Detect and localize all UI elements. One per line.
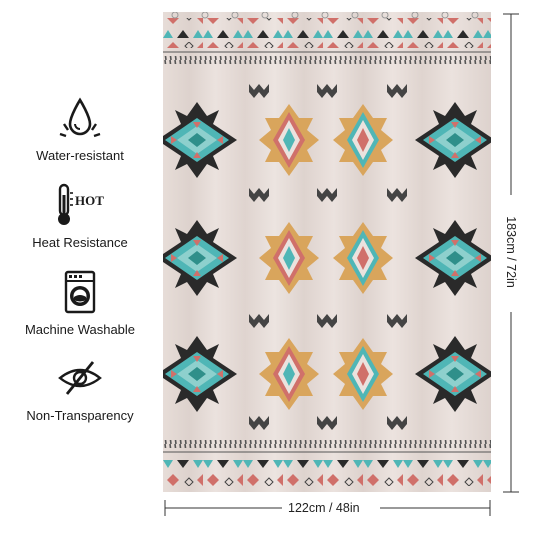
thermometer-icon: HOT xyxy=(58,183,104,225)
feature-machine-washable: Machine Washable xyxy=(0,270,160,337)
feature-heat-resistance: HOT Heat Resistance xyxy=(0,183,160,250)
feature-label: Water-resistant xyxy=(36,148,124,163)
feature-non-transparency: Non-Transparency xyxy=(0,356,160,423)
shower-curtain-image xyxy=(163,12,491,492)
water-drop-icon xyxy=(59,97,101,138)
eye-slash-icon xyxy=(58,361,102,395)
width-dimension-label: 122cm / 48in xyxy=(288,501,360,515)
feature-label: Heat Resistance xyxy=(32,235,128,250)
feature-water-resistant: Water-resistant xyxy=(0,96,160,163)
hot-badge: HOT xyxy=(75,193,104,208)
washing-machine-icon xyxy=(64,270,96,314)
feature-list: Water-resistant HOT Heat Resistance Mach… xyxy=(0,0,160,533)
height-dimension-label: 183cm / 72in xyxy=(504,216,518,288)
curtain-pattern xyxy=(163,12,491,492)
feature-label: Machine Washable xyxy=(24,322,136,337)
curtain-rings xyxy=(171,12,479,19)
feature-label: Non-Transparency xyxy=(26,408,134,423)
